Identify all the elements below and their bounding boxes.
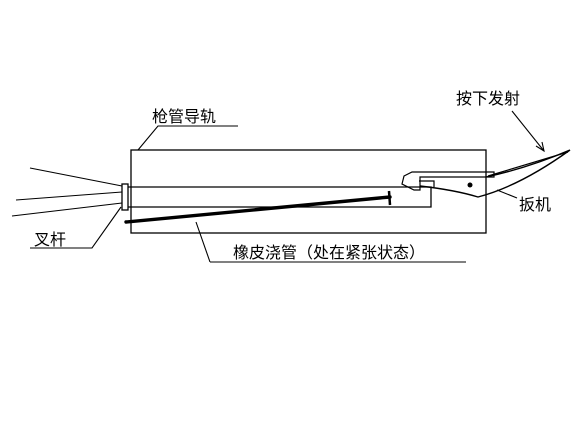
- label-trigger: 扳机: [519, 195, 551, 214]
- press-arrow: [511, 110, 545, 153]
- trigger-tip: [487, 151, 569, 177]
- label-barrel-rail: 枪管导轨: [152, 107, 216, 126]
- latch-notch: [401, 171, 495, 191]
- rubber-tube: [124, 195, 392, 224]
- leader-lines: [30, 125, 518, 263]
- label-rubber-tube: 橡皮浇管（处在紧张状态）: [233, 243, 425, 262]
- label-fork: 叉杆: [34, 230, 66, 249]
- fork-cap: [121, 183, 129, 211]
- label-press-to-fire: 按下发射: [456, 89, 520, 108]
- rubber-tube-end: [387, 190, 392, 206]
- barrel-rail-body: [130, 149, 487, 234]
- trigger-lever: [419, 149, 571, 198]
- trigger-pivot: [467, 182, 473, 188]
- latch-hook: [419, 180, 435, 187]
- fork-prongs: [11, 167, 123, 217]
